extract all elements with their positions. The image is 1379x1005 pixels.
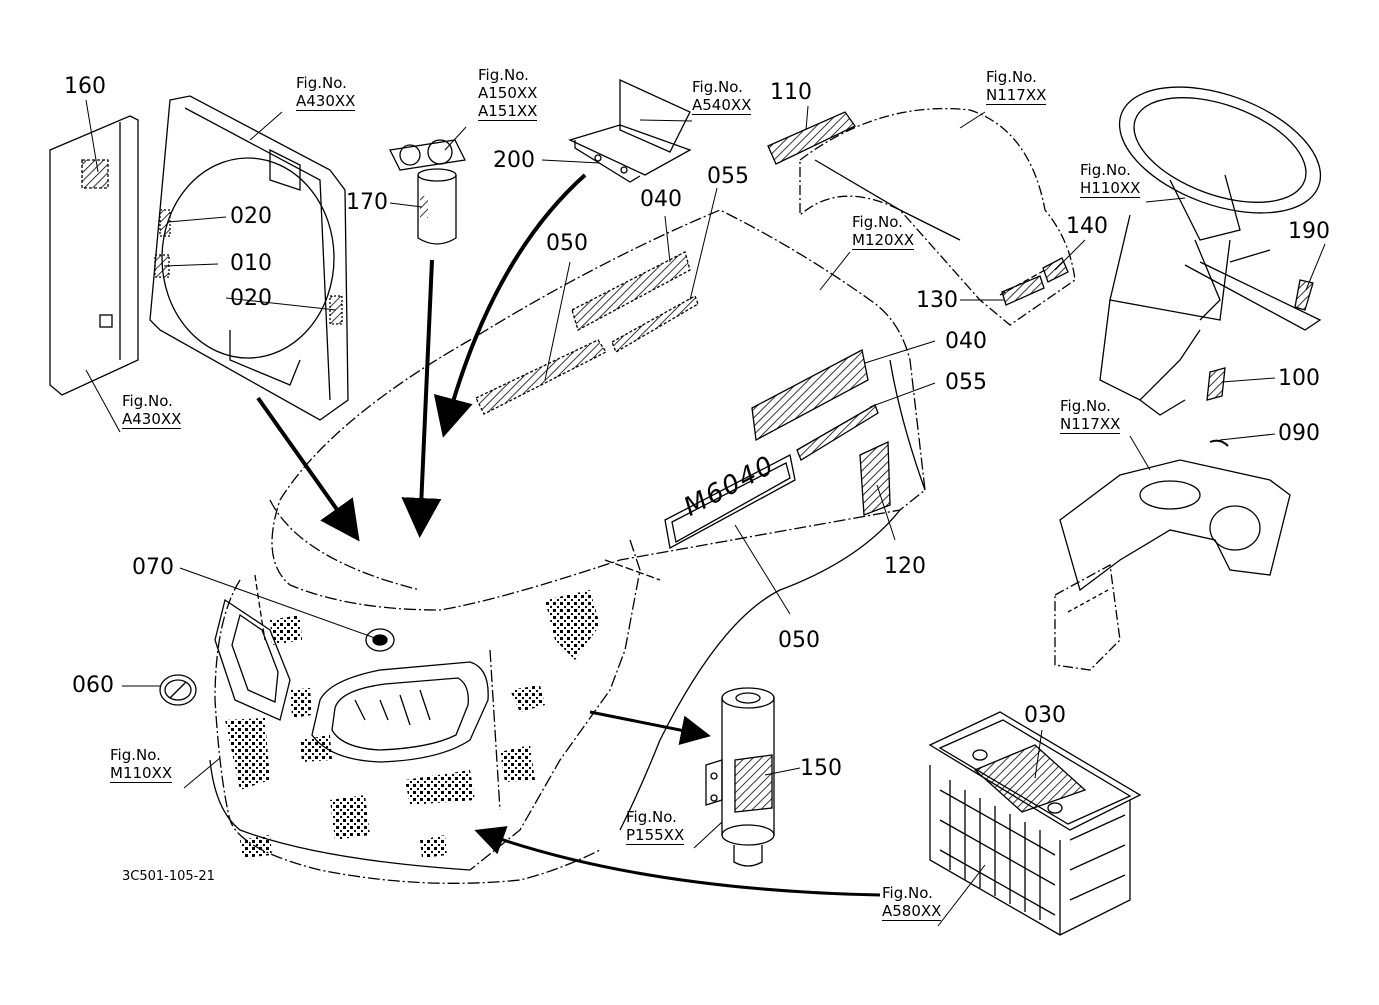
figure-ref-code: H110XX	[1080, 179, 1141, 198]
part-label-010: 010	[230, 251, 272, 276]
figure-ref-code: M110XX	[110, 764, 173, 783]
part-label-110: 110	[770, 80, 812, 105]
lens-060	[159, 674, 197, 706]
decal-110	[767, 111, 856, 165]
part-label-100: 100	[1278, 366, 1320, 391]
figure-ref-code: A151XX	[478, 102, 538, 121]
figure-ref-h110[interactable]: Fig.No. H110XX	[1080, 161, 1141, 198]
side-panel	[49, 115, 139, 396]
decal-040-side	[751, 349, 869, 442]
part-label-090: 090	[1278, 421, 1320, 446]
figure-ref-p155[interactable]: Fig.No. P155XX	[626, 808, 685, 845]
part-label-040-top: 040	[640, 187, 682, 212]
figure-ref-prefix: Fig.No.	[122, 392, 173, 410]
figure-ref-prefix: Fig.No.	[478, 66, 529, 84]
part-label-050-side: 050	[778, 628, 820, 653]
figure-ref-code: N117XX	[1060, 415, 1121, 434]
decal-040-top	[571, 251, 691, 331]
part-label-070: 070	[132, 555, 174, 580]
figure-ref-a150[interactable]: Fig.No. A150XX A151XX	[478, 66, 538, 121]
dashboard-cover	[1054, 439, 1291, 671]
figure-ref-prefix: Fig.No.	[1080, 161, 1131, 179]
front-grille	[214, 598, 489, 763]
battery	[928, 711, 1142, 936]
bracket-plate	[568, 78, 692, 183]
part-label-140: 140	[1066, 214, 1108, 239]
part-label-130: 130	[916, 288, 958, 313]
figure-ref-a540[interactable]: Fig.No. A540XX	[692, 78, 752, 115]
decal-050-side	[664, 454, 796, 550]
part-label-200: 200	[493, 148, 535, 173]
radiator-shroud	[149, 95, 349, 421]
fuel-filter	[389, 139, 466, 245]
steering-column	[1099, 86, 1322, 416]
part-label-120: 120	[884, 554, 926, 579]
figure-ref-prefix: Fig.No.	[1060, 397, 1111, 415]
part-label-160: 160	[64, 74, 106, 99]
figure-ref-prefix: Fig.No.	[626, 808, 677, 826]
speckle-areas	[225, 590, 600, 858]
figure-ref-n117-top[interactable]: Fig.No. N117XX	[986, 68, 1047, 105]
part-label-020-lower: 020	[230, 286, 272, 311]
figure-ref-m110[interactable]: Fig.No. M110XX	[110, 746, 173, 783]
leader-lines	[85, 99, 1326, 927]
figure-ref-code: A430XX	[296, 92, 356, 111]
decal-055-side	[796, 404, 879, 461]
figure-ref-n117-right[interactable]: Fig.No. N117XX	[1060, 397, 1121, 434]
figure-ref-m120[interactable]: Fig.No. M120XX	[852, 213, 915, 250]
decal-050-top	[475, 339, 607, 415]
part-label-060: 060	[72, 673, 114, 698]
part-label-055-side: 055	[945, 370, 987, 395]
figure-ref-code: A580XX	[882, 902, 942, 921]
decal-055-top	[611, 295, 699, 353]
figure-ref-code: M120XX	[852, 231, 915, 250]
figure-ref-prefix: Fig.No.	[852, 213, 903, 231]
part-label-055-top: 055	[707, 164, 749, 189]
part-label-150: 150	[800, 756, 842, 781]
figure-ref-code: N117XX	[986, 86, 1047, 105]
figure-ref-code: A430XX	[122, 410, 182, 429]
part-label-030: 030	[1024, 703, 1066, 728]
figure-ref-code: P155XX	[626, 826, 685, 845]
figure-ref-a430-top[interactable]: Fig.No. A430XX	[296, 74, 356, 111]
decal-120	[859, 440, 891, 516]
figure-ref-prefix: Fig.No.	[296, 74, 347, 92]
figure-ref-prefix: Fig.No.	[986, 68, 1037, 86]
drawing-number: 3C501-105-21	[122, 869, 215, 884]
filter-element	[705, 687, 775, 867]
part-label-040-side: 040	[945, 329, 987, 354]
cap-070	[365, 628, 395, 652]
figure-ref-prefix: Fig.No.	[110, 746, 161, 764]
figure-ref-code: A150XX	[478, 84, 538, 102]
figure-ref-a430-left[interactable]: Fig.No. A430XX	[122, 392, 182, 429]
part-label-170: 170	[346, 190, 388, 215]
figure-ref-prefix: Fig.No.	[882, 884, 933, 902]
figure-ref-prefix: Fig.No.	[692, 78, 743, 96]
part-label-190: 190	[1288, 219, 1330, 244]
figure-ref-code: A540XX	[692, 96, 752, 115]
assembly-arrows	[256, 173, 881, 897]
bonnet-hood	[209, 209, 926, 884]
part-label-050-top: 050	[546, 231, 588, 256]
figure-ref-a580[interactable]: Fig.No. A580XX	[882, 884, 942, 921]
part-label-020-upper: 020	[230, 204, 272, 229]
